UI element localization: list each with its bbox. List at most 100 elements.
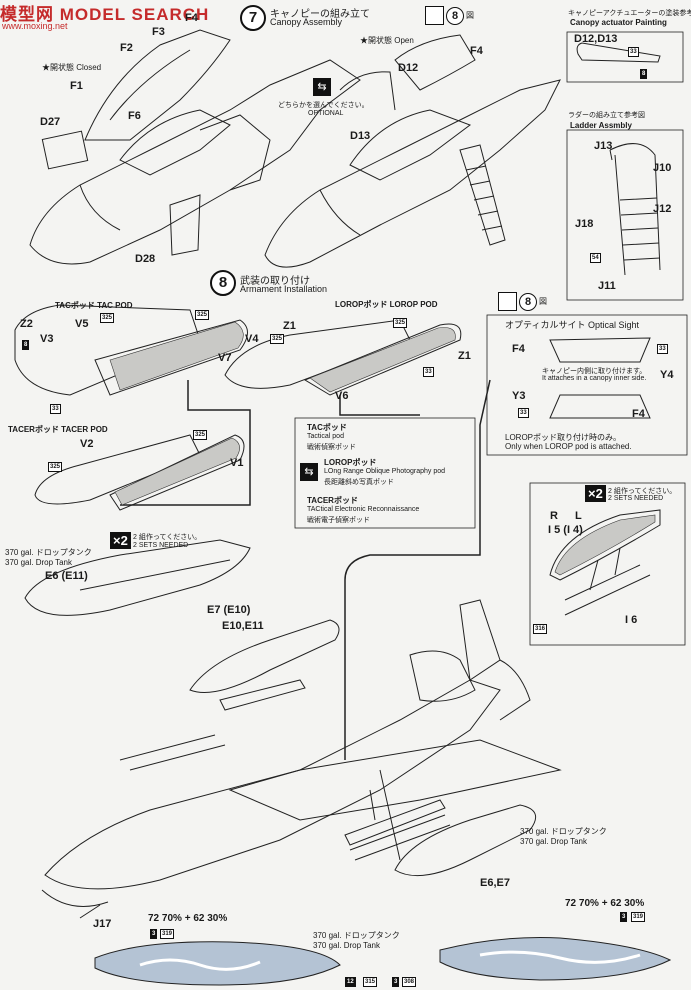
center-drop-tank — [394, 804, 537, 877]
paint-ref-3: 3 — [620, 912, 628, 922]
tac-pod-body — [94, 319, 248, 396]
part-label: J12 — [653, 203, 672, 215]
paint-color: 315 — [363, 977, 378, 987]
legend-lorop-en: LOng Range Oblique Photography pod — [324, 468, 446, 475]
part-label: D13 — [350, 130, 371, 142]
part-label: E10,E11 — [222, 620, 264, 632]
aircraft-engine — [409, 650, 476, 702]
tacer-pod-half — [34, 434, 201, 505]
step8-title-jp: 武装の取り付け — [240, 276, 310, 287]
multiplier-badge: ×2 — [585, 485, 606, 502]
part-label: F4 — [185, 12, 198, 24]
step7-brush-suffix: 図 — [466, 11, 474, 20]
part-label: F3 — [152, 26, 165, 38]
part-label: E7 (E10) — [207, 604, 251, 616]
paint-color: 325 — [48, 462, 63, 472]
paint-color: 54 — [590, 253, 601, 263]
tac-pod-title: TACポッド TAC POD — [55, 301, 133, 310]
paint-color: 325 — [195, 310, 210, 320]
part-label: I 6 — [625, 614, 638, 626]
watermark-title: 模型网 MODEL SEARCH — [0, 5, 210, 24]
part-label: V6 — [335, 390, 349, 402]
optical-brush-suffix: 図 — [539, 297, 547, 306]
step8-number: 8 — [210, 270, 236, 296]
part-label: D27 — [40, 116, 61, 128]
legend-tac-en: Tactical pod — [307, 433, 344, 440]
right-cockpit — [349, 109, 472, 181]
part-label: V2 — [80, 438, 94, 450]
paint-ref-3: 3 — [150, 929, 158, 939]
rack-left — [219, 679, 306, 711]
tank-sets-jp: 2 組作ってください。 — [133, 534, 202, 541]
aircraft-fuselage — [44, 679, 501, 890]
legend-lorop-name: LOROPポッド — [324, 458, 377, 467]
paint-ref-3: 3 — [392, 977, 400, 987]
part-label: F1 — [70, 80, 83, 92]
optical-note-en: It attaches in a canopy inner side. — [542, 375, 647, 382]
paint-color: 325 — [393, 318, 408, 328]
optional-jp: どちらかを選んでください。 — [278, 102, 369, 109]
part-label: L — [575, 510, 582, 522]
step7-number: 7 — [240, 5, 266, 31]
ladder-detail — [609, 143, 661, 276]
optical-title: オプティカルサイト Optical Sight — [505, 320, 639, 330]
bottom-tank-right — [439, 937, 672, 981]
paint-ref-12: 12 — [345, 977, 356, 987]
step7-title-en: Canopy Assembly — [270, 17, 343, 27]
legend-tacer-jp: 戦術電子偵察ポッド — [307, 517, 370, 524]
lorop-note-en: Only when LOROP pod is attached. — [505, 442, 632, 451]
pylon-drawing — [549, 509, 661, 581]
left-canopy-closed — [84, 29, 231, 141]
boarding-ladder — [459, 144, 506, 246]
bottom-tank-left — [94, 941, 341, 986]
part-label: R — [550, 510, 558, 522]
actuator-title-jp: キャノピーアクチュエーターの塗装参考図 — [568, 10, 691, 17]
tank-sets-en: 2 SETS NEEDED — [133, 542, 189, 549]
drop-tank-left — [24, 539, 251, 616]
part-label: J10 — [653, 162, 672, 174]
paint-color: 319 — [160, 929, 175, 939]
part-label: E6 (E11) — [45, 570, 88, 582]
part-label: Y4 — [660, 369, 674, 381]
open-label: ★開状態 Open — [360, 36, 414, 45]
tacer-pod-body — [109, 434, 245, 511]
part-label: F4 — [512, 343, 525, 355]
tank-label-jp: 370 gal. ドロップタンク — [5, 548, 92, 557]
paint-color: 325 — [270, 334, 285, 344]
part-label: Z2 — [20, 318, 33, 330]
part-label: J13 — [594, 140, 613, 152]
lorop-note-jp: LOROPポッド取り付け時のみ。 — [505, 433, 622, 442]
part-label: J11 — [598, 280, 616, 292]
brush-icon — [425, 6, 444, 25]
paint-color: 8 — [640, 69, 648, 79]
legend-tac-jp: 戦術偵察ポッド — [307, 444, 356, 451]
ladder-title-jp: ラダーの組み立て参考図 — [568, 112, 645, 119]
legend-tacer-en: TACtical Electronic Reconnaissance — [307, 506, 420, 513]
lorop-pod-body — [303, 323, 462, 396]
rack-center — [344, 799, 446, 846]
aircraft-wing — [228, 739, 562, 821]
optional-icon: ⇆ — [300, 463, 318, 481]
part-label: I 5 (I 4) — [548, 524, 583, 536]
step7-title-jp: キャノピーの組み立て — [270, 9, 370, 20]
paint-color: 325 — [100, 313, 115, 323]
left-fuselage-outline — [29, 59, 361, 265]
legend-tac-name: TACポッド — [307, 423, 347, 432]
watermark-url: www.moxing.net — [2, 21, 68, 31]
part-label: Y3 — [512, 390, 526, 402]
part-label: F6 — [128, 110, 141, 122]
right-canopy-open — [394, 34, 476, 91]
paint-color: 33 — [628, 47, 639, 57]
closed-label: ★開状態 Closed — [42, 63, 102, 72]
pylon-sets-en: 2 SETS NEEDED — [608, 495, 664, 502]
part-label: Z1 — [283, 320, 296, 332]
part-label: V1 — [230, 457, 244, 469]
part-label: V3 — [40, 333, 54, 345]
part-label: D12 — [398, 62, 419, 74]
multiplier-badge: ×2 — [110, 532, 131, 549]
legend-tacer-name: TACERポッド — [307, 496, 358, 505]
paint-color: 33 — [50, 404, 61, 414]
aircraft-tail — [459, 599, 501, 681]
optical-note-jp: キャノピー内側に取り付けます。 — [542, 368, 647, 375]
